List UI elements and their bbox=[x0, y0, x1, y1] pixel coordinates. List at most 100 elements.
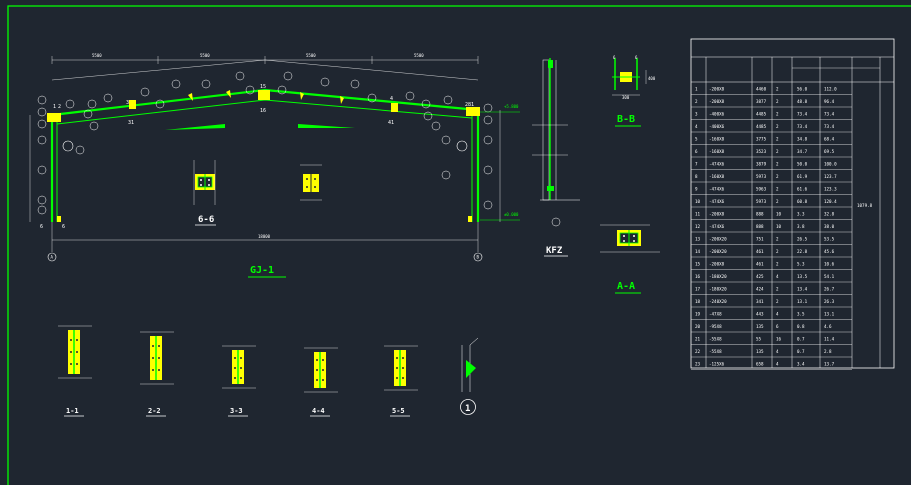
table-cell-qty: 2 bbox=[776, 112, 779, 117]
table-cell-no: 9 bbox=[695, 187, 698, 192]
node-label-31: 31 bbox=[128, 120, 134, 126]
table-cell-w1: 73.4 bbox=[797, 112, 808, 117]
table-cell-spec: -200X8 bbox=[709, 212, 725, 217]
table-cell-w1: 73.4 bbox=[797, 124, 808, 129]
table-cell-qty: 2 bbox=[776, 299, 779, 304]
table-cell-len: 5963 bbox=[756, 187, 767, 192]
table-cell-w1: 13.4 bbox=[797, 287, 808, 292]
node-label-4: 4 bbox=[390, 96, 393, 102]
node-label-3: 3 bbox=[126, 100, 129, 106]
table-cell-w2: 13.1 bbox=[824, 312, 835, 317]
table-cell-spec: -474X6 bbox=[709, 224, 725, 229]
table-cell-no: 14 bbox=[695, 249, 701, 254]
section-5-5: 5-5 bbox=[384, 345, 418, 417]
table-cell-qty: 6 bbox=[776, 324, 779, 329]
table-cell-no: 18 bbox=[695, 299, 701, 304]
table-cell-spec: -95X8 bbox=[709, 324, 722, 329]
table-cell-w2: 73.4 bbox=[824, 112, 835, 117]
table-cell-qty: 2 bbox=[776, 137, 779, 142]
table-cell-no: 19 bbox=[695, 312, 701, 317]
sheet-border bbox=[7, 5, 911, 485]
table-cell-w1: 0.7 bbox=[797, 337, 805, 342]
table-cell-qty: 4 bbox=[776, 349, 779, 354]
table-cell-no: 15 bbox=[695, 262, 701, 267]
table-cell-spec: -400X6 bbox=[709, 124, 725, 129]
table-cell-len: 3877 bbox=[756, 99, 767, 104]
table-cell-no: 8 bbox=[695, 174, 698, 179]
table-cell-w1: 22.8 bbox=[797, 249, 808, 254]
table-cell-qty: 2 bbox=[776, 124, 779, 129]
table-cell-qty: 10 bbox=[776, 224, 782, 229]
table-cell-w1: 0.8 bbox=[797, 324, 805, 329]
table-cell-w2: 123.7 bbox=[824, 174, 837, 179]
table-cell-w1: 26.5 bbox=[797, 237, 808, 242]
table-cell-w2: 100.0 bbox=[824, 162, 837, 167]
table-cell-len: 135 bbox=[756, 349, 764, 354]
node-label-16: 16 bbox=[260, 108, 266, 114]
bay-dim-1: 5500 bbox=[92, 53, 102, 58]
node-bubbles bbox=[37, 71, 493, 215]
table-cell-w1: 61.6 bbox=[797, 187, 808, 192]
section-label-1-1: 1-1 bbox=[66, 407, 79, 415]
table-cell-len: 461 bbox=[756, 249, 764, 254]
frame-title: GJ-1 bbox=[250, 265, 274, 276]
table-cell-len: 461 bbox=[756, 262, 764, 267]
table-cell-len: 5973 bbox=[756, 174, 767, 179]
bb-width-label: 300 bbox=[622, 95, 630, 100]
table-cell-len: 424 bbox=[756, 287, 764, 292]
bb-detail: 6 6 300 400 B-B bbox=[612, 55, 656, 127]
table-cell-w2: 13.7 bbox=[824, 362, 835, 367]
table-cell-w2: 38.0 bbox=[824, 224, 835, 229]
bay-dim-3: 5500 bbox=[306, 53, 316, 58]
table-cell-qty: 2 bbox=[776, 249, 779, 254]
node-label-1: 1 bbox=[53, 104, 56, 110]
table-cell-w2: 10.6 bbox=[824, 262, 835, 267]
bb-height-label: 400 bbox=[648, 76, 656, 81]
table-cell-no: 3 bbox=[695, 112, 698, 117]
section-label-2-2: 2-2 bbox=[148, 407, 161, 415]
table-cell-spec: -160X8 bbox=[709, 174, 725, 179]
table-cell-w1: 61.9 bbox=[797, 174, 808, 179]
table-cell-no: 11 bbox=[695, 212, 701, 217]
section-label-5-5: 5-5 bbox=[392, 407, 405, 415]
node-label-281: 281 bbox=[465, 102, 474, 108]
axis-label-a: A bbox=[51, 255, 54, 260]
table-cell-qty: 2 bbox=[776, 187, 779, 192]
table-cell-no: 16 bbox=[695, 274, 701, 279]
table-cell-spec: -200X20 bbox=[709, 237, 727, 242]
table-cell-w1: 13.5 bbox=[797, 274, 808, 279]
table-cell-w2: 73.4 bbox=[824, 124, 835, 129]
table-cell-spec: -55X8 bbox=[709, 349, 722, 354]
haunch-right bbox=[298, 124, 355, 128]
level-base: ±0.000 bbox=[504, 212, 519, 217]
node-label-6-left: 6 bbox=[40, 224, 43, 230]
table-cell-w2: 68.4 bbox=[824, 137, 835, 142]
table-cell-qty: 4 bbox=[776, 274, 779, 279]
table-cell-no: 2 bbox=[695, 99, 698, 104]
table-cell-len: 4485 bbox=[756, 112, 767, 117]
table-cell-spec: -400X6 bbox=[709, 112, 725, 117]
axis-label-b: B bbox=[477, 255, 480, 260]
table-cell-w2: 11.4 bbox=[824, 337, 835, 342]
table-cell-spec: -474X6 bbox=[709, 199, 725, 204]
table-cell-no: 12 bbox=[695, 224, 701, 229]
table-cell-spec: -180X20 bbox=[709, 287, 727, 292]
table-cell-len: 443 bbox=[756, 312, 764, 317]
table-cell-len: 3775 bbox=[756, 137, 767, 142]
table-cell-no: 22 bbox=[695, 349, 701, 354]
bay-dim-2: 5500 bbox=[200, 53, 210, 58]
table-cell-w1: 3.5 bbox=[797, 312, 805, 317]
table-cell-len: 3523 bbox=[756, 149, 767, 154]
table-cell-w1: 3.3 bbox=[797, 212, 805, 217]
section-label-4-4: 4-4 bbox=[312, 407, 325, 415]
table-cell-w2: 26.7 bbox=[824, 287, 835, 292]
table-cell-w2: 96.4 bbox=[824, 99, 835, 104]
table-cell-w1: 48.8 bbox=[797, 99, 808, 104]
table-cell-w2: 32.8 bbox=[824, 212, 835, 217]
column-big-bubble-left bbox=[62, 140, 74, 152]
table-cell-w2: 54.1 bbox=[824, 274, 835, 279]
aa-detail: A-A bbox=[600, 224, 660, 294]
column-big-bubble-right bbox=[456, 140, 468, 152]
table-cell-len: 888 bbox=[756, 212, 764, 217]
bb-top-label-right: 6 bbox=[635, 55, 638, 60]
